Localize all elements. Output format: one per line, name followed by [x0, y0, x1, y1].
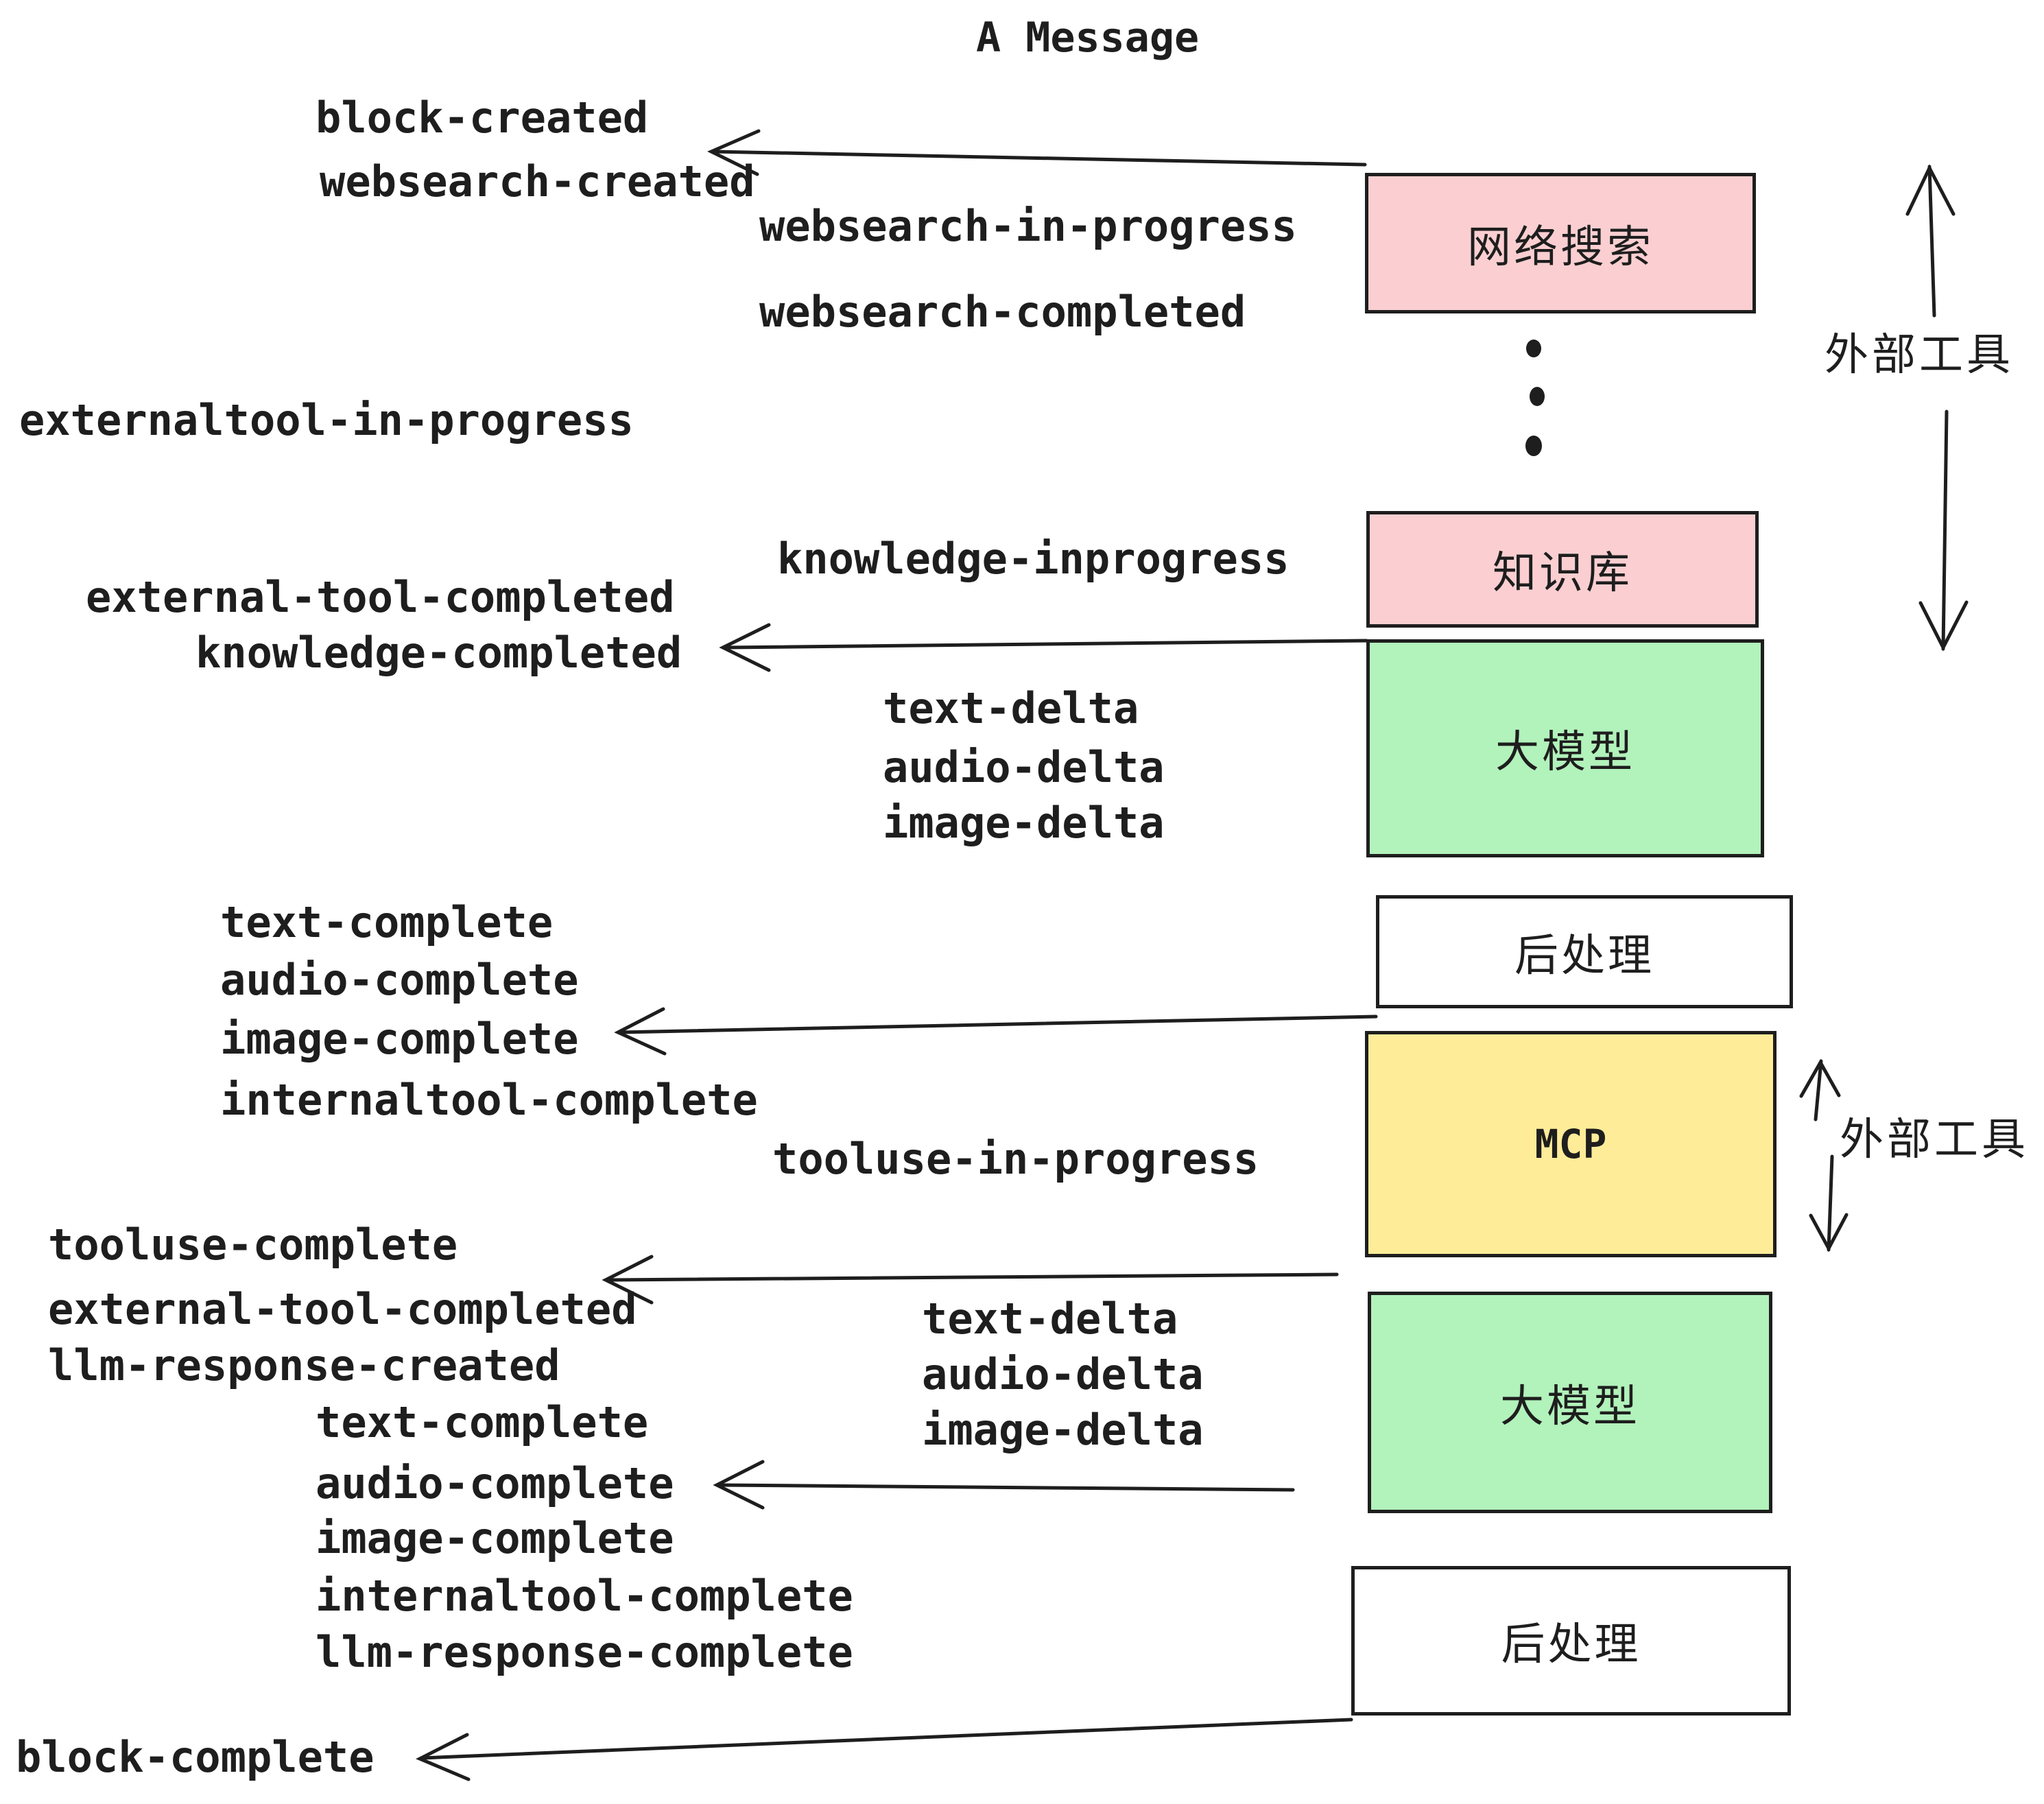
box-llm-2: 大模型 — [1368, 1292, 1772, 1513]
box-websearch-label: 网络搜索 — [1467, 222, 1654, 273]
arrow-websearch-to-created — [707, 129, 1367, 176]
arrow-external-tools-top-up — [1905, 164, 1956, 318]
event-text-delta-1: text-delta — [883, 683, 1139, 733]
event-text-complete-1: text-complete — [220, 897, 554, 947]
box-knowledge-label: 知识库 — [1493, 548, 1632, 599]
event-tooluse-in-progress: tooluse-in-progress — [772, 1134, 1259, 1184]
arrow-knowledge-to-completed — [719, 623, 1368, 672]
event-llm-response-created: llm-response-created — [48, 1340, 560, 1390]
event-externaltool-in-progress: externaltool-in-progress — [19, 395, 634, 445]
event-internaltool-complete-1: internaltool-complete — [220, 1075, 758, 1125]
event-image-complete-1: image-complete — [220, 1014, 579, 1064]
box-llm-1: 大模型 — [1366, 639, 1764, 857]
event-external-tool-completed-2: external-tool-completed — [48, 1284, 637, 1334]
event-llm-response-complete: llm-response-complete — [316, 1627, 853, 1677]
ellipsis-dots — [1525, 340, 1545, 456]
label-external-tools-mcp: 外部工具 — [1840, 1115, 2029, 1165]
event-block-created: block-created — [316, 93, 649, 143]
arrow-postprocess1-to-complete — [614, 1007, 1378, 1056]
event-image-delta-1: image-delta — [883, 798, 1165, 848]
event-websearch-created: websearch-created — [320, 156, 755, 206]
event-audio-complete-2: audio-complete — [316, 1458, 674, 1508]
event-websearch-completed: websearch-completed — [759, 287, 1246, 337]
event-websearch-in-progress: websearch-in-progress — [759, 201, 1297, 251]
box-llm-2-label: 大模型 — [1500, 1381, 1640, 1432]
event-audio-delta-2: audio-delta — [922, 1349, 1204, 1399]
event-image-complete-2: image-complete — [316, 1513, 674, 1563]
box-postprocess-1-label: 后处理 — [1514, 930, 1654, 982]
event-internaltool-complete-2: internaltool-complete — [316, 1571, 853, 1621]
arrow-llm2-to-complete — [713, 1460, 1295, 1510]
box-mcp-label: MCP — [1534, 1121, 1607, 1167]
arrow-external-tools-mcp-down — [1809, 1154, 1849, 1253]
event-audio-delta-1: audio-delta — [883, 742, 1165, 792]
box-llm-1-label: 大模型 — [1495, 727, 1635, 778]
box-websearch: 网络搜索 — [1365, 173, 1756, 313]
event-block-complete: block-complete — [16, 1732, 375, 1782]
box-postprocess-2: 后处理 — [1351, 1566, 1791, 1716]
event-audio-complete-1: audio-complete — [220, 955, 579, 1005]
box-postprocess-1: 后处理 — [1376, 895, 1793, 1008]
arrow-external-tools-mcp-up — [1799, 1058, 1841, 1121]
arrow-external-tools-top-down — [1918, 410, 1969, 652]
event-image-delta-2: image-delta — [922, 1405, 1204, 1455]
diagram-title: A Message — [976, 14, 1200, 62]
box-knowledge: 知识库 — [1366, 511, 1759, 628]
label-external-tools-top: 外部工具 — [1825, 330, 2014, 381]
box-mcp: MCP — [1365, 1031, 1776, 1257]
arrow-postprocess2-to-block-complete — [416, 1718, 1353, 1781]
event-external-tool-completed-1: external-tool-completed — [86, 572, 675, 622]
box-postprocess-2-label: 后处理 — [1501, 1619, 1641, 1670]
event-text-delta-2: text-delta — [922, 1294, 1178, 1344]
event-text-complete-2: text-complete — [316, 1397, 649, 1447]
event-tooluse-complete: tooluse-complete — [48, 1220, 458, 1270]
event-knowledge-inprogress: knowledge-inprogress — [777, 534, 1290, 584]
event-knowledge-completed: knowledge-completed — [195, 628, 682, 678]
